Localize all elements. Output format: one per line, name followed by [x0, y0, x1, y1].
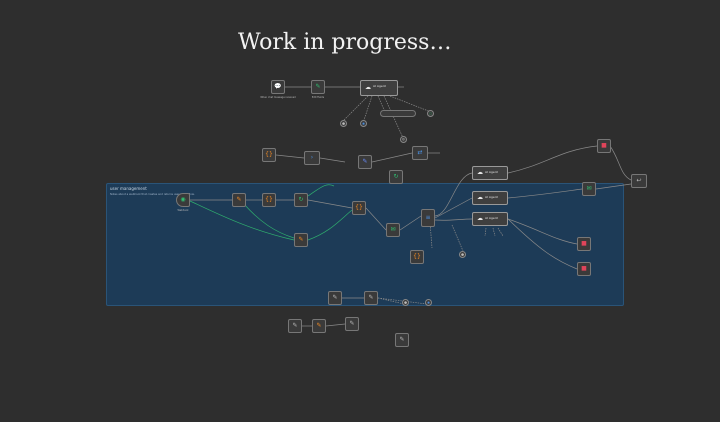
sticky-note-title: user management — [110, 186, 147, 191]
node-set-fields[interactable]: ✎ — [311, 80, 325, 94]
node-if-1[interactable]: › — [304, 151, 320, 165]
brain-icon: ● — [341, 120, 346, 125]
switch-icon: ⇄ — [417, 149, 423, 156]
node-loop-1[interactable]: ↻ — [389, 170, 403, 184]
brain-icon: ● — [403, 299, 408, 304]
app-icon: ■ — [601, 142, 607, 149]
node-bottom-4[interactable]: ✎ — [312, 319, 326, 333]
robot-icon: ☁ — [477, 194, 483, 201]
node-edit-1[interactable]: ✎ — [358, 155, 372, 169]
node-red-3[interactable]: ■ — [577, 262, 591, 276]
page-title: Work in progress… — [238, 30, 452, 55]
robot-icon: ☁ — [477, 215, 483, 222]
pen-icon: ✎ — [298, 236, 304, 243]
node-users-1[interactable]: ✎ — [232, 193, 246, 207]
memory-icon: ◉ — [426, 299, 431, 304]
sub-memory-1[interactable]: ◉ — [360, 120, 367, 127]
node-ai-agent-2[interactable]: ☁ AI Agent — [472, 191, 508, 205]
brain-icon: ● — [460, 251, 465, 256]
loop-icon: ↻ — [393, 173, 399, 180]
sub-tool-1[interactable]: ⚙ — [400, 136, 407, 143]
code-braces-icon: {} — [265, 151, 273, 158]
node-red-1[interactable]: ■ — [597, 139, 611, 153]
memory-icon: ◉ — [361, 120, 366, 125]
ai-agent-label: AI Agent — [373, 84, 386, 88]
sticky-note-body: Notes about a webhook that creates and r… — [110, 193, 195, 196]
tool-icon: ⚙ — [401, 136, 406, 141]
globe-icon: ○ — [428, 110, 433, 115]
pen-icon: ✎ — [399, 336, 405, 343]
sub-model-1[interactable]: ● — [340, 120, 347, 127]
webhook-icon: ◉ — [180, 196, 186, 203]
pen-icon: ✎ — [315, 83, 321, 90]
ai-agent-label: AI Agent — [485, 195, 498, 199]
pen-icon: ✎ — [349, 320, 355, 327]
node-chat-trigger-label: When chat message received — [260, 96, 296, 99]
robot-icon: ☁ — [365, 84, 371, 91]
ai-agent-label: AI Agent — [485, 216, 498, 220]
sub-bottom-2[interactable]: ◉ — [425, 299, 432, 306]
arrow-return-icon: ↩ — [636, 177, 642, 184]
loop-icon: ↻ — [298, 196, 304, 203]
app-icon: ■ — [581, 265, 587, 272]
node-users-3[interactable]: ↻ — [294, 193, 308, 207]
sub-tool-2[interactable]: ○ — [427, 110, 434, 117]
node-bottom-3[interactable]: ✎ — [288, 319, 302, 333]
node-code-1[interactable]: {} — [262, 148, 276, 162]
node-users-5[interactable]: ✎ — [294, 233, 308, 247]
app-icon: ■ — [581, 240, 587, 247]
node-red-2[interactable]: ■ — [577, 237, 591, 251]
chat-icon: 💬 — [274, 83, 282, 90]
code-braces-icon: {} — [265, 196, 273, 203]
node-webhook[interactable]: ◉ — [176, 193, 190, 207]
node-chat-trigger[interactable]: 💬 — [271, 80, 285, 94]
pen-icon: ✎ — [368, 294, 374, 301]
node-code-2[interactable]: {} — [410, 250, 424, 264]
pen-icon: ✎ — [292, 322, 298, 329]
node-switch-1[interactable]: ⇄ — [412, 146, 428, 160]
branch-icon: › — [310, 154, 314, 161]
sub-bottom-1[interactable]: ● — [402, 299, 409, 306]
node-bottom-1[interactable]: ✎ — [328, 291, 342, 305]
code-braces-icon: {} — [413, 253, 421, 260]
node-bottom-5[interactable]: ✎ — [345, 317, 359, 331]
mail-icon: ✉ — [586, 185, 592, 192]
code-braces-icon: {} — [355, 204, 363, 211]
node-bottom-2[interactable]: ✎ — [364, 291, 378, 305]
node-ai-agent-top[interactable]: ☁ AI Agent — [360, 80, 398, 96]
node-webhook-label: Webhook — [177, 209, 189, 212]
robot-icon: ☁ — [477, 169, 483, 176]
pen-icon: ✎ — [332, 294, 338, 301]
node-merge[interactable]: ≡ — [421, 209, 435, 227]
node-users-2[interactable]: {} — [262, 193, 276, 207]
pen-icon: ✎ — [362, 158, 368, 165]
node-gmail[interactable]: ✉ — [386, 223, 400, 237]
node-ai-agent-3[interactable]: ☁ AI Agent — [472, 212, 508, 226]
node-users-4[interactable]: {} — [352, 201, 366, 215]
node-mail-right[interactable]: ✉ — [582, 182, 596, 196]
node-bottom-6[interactable]: ✎ — [395, 333, 409, 347]
sub-model-2[interactable]: ● — [459, 251, 466, 258]
pen-icon: ✎ — [236, 196, 242, 203]
ai-agent-label: AI Agent — [485, 170, 498, 174]
merge-icon: ≡ — [425, 214, 431, 221]
node-set-fields-label: Edit Fields — [311, 96, 325, 99]
sub-tool-pill[interactable] — [380, 110, 416, 117]
node-ai-agent-1[interactable]: ☁ AI Agent — [472, 166, 508, 180]
mail-icon: ✉ — [390, 226, 396, 233]
pen-icon: ✎ — [316, 322, 322, 329]
node-respond[interactable]: ↩ — [631, 174, 647, 188]
